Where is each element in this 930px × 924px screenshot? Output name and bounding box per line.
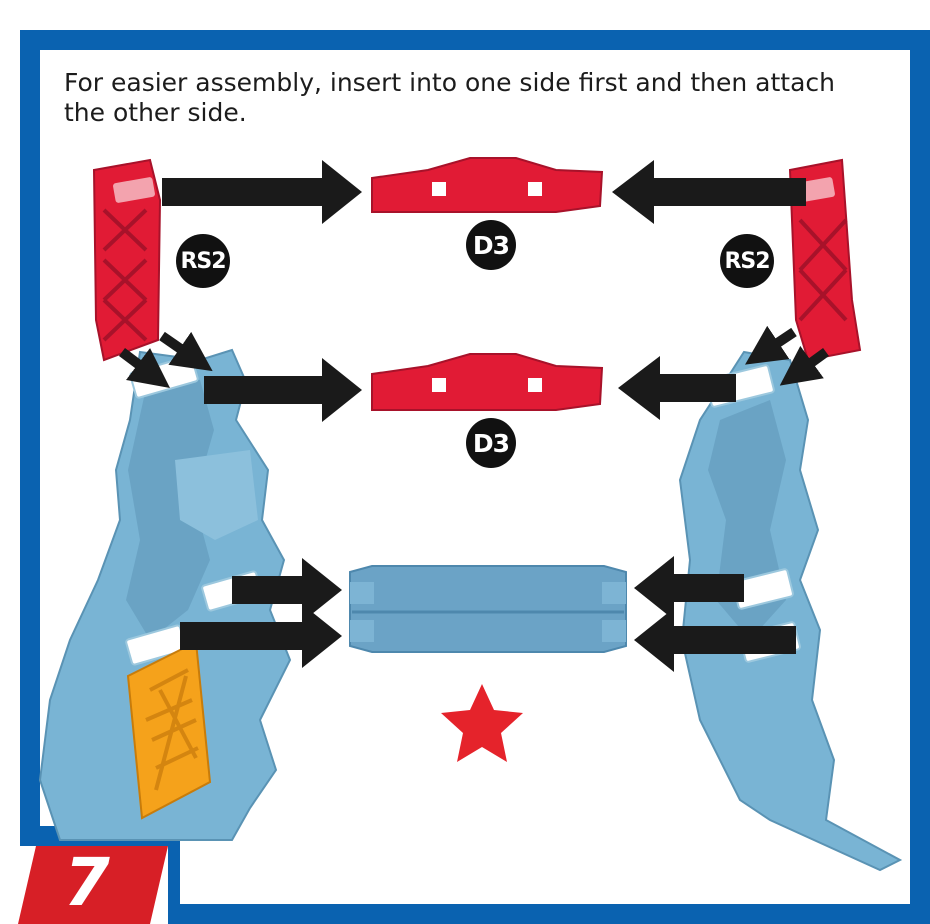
- right-rock-piece: [680, 352, 900, 870]
- step-number: 7: [52, 846, 122, 916]
- arrow-right-top: [162, 160, 362, 224]
- arrow-left-top: [612, 160, 806, 224]
- part-label-left-rs2: RS2: [176, 234, 230, 288]
- left-red-support: [94, 160, 160, 360]
- part-label-middle-d3: D3: [466, 418, 516, 468]
- star-icon: [441, 684, 523, 762]
- middle-red-connector: [372, 354, 602, 410]
- blue-connector: [350, 566, 626, 652]
- part-label-top-d3: D3: [466, 220, 516, 270]
- top-red-connector: [372, 158, 602, 212]
- instruction-text: For easier assembly, insert into one sid…: [64, 68, 864, 128]
- part-label-right-rs2: RS2: [720, 234, 774, 288]
